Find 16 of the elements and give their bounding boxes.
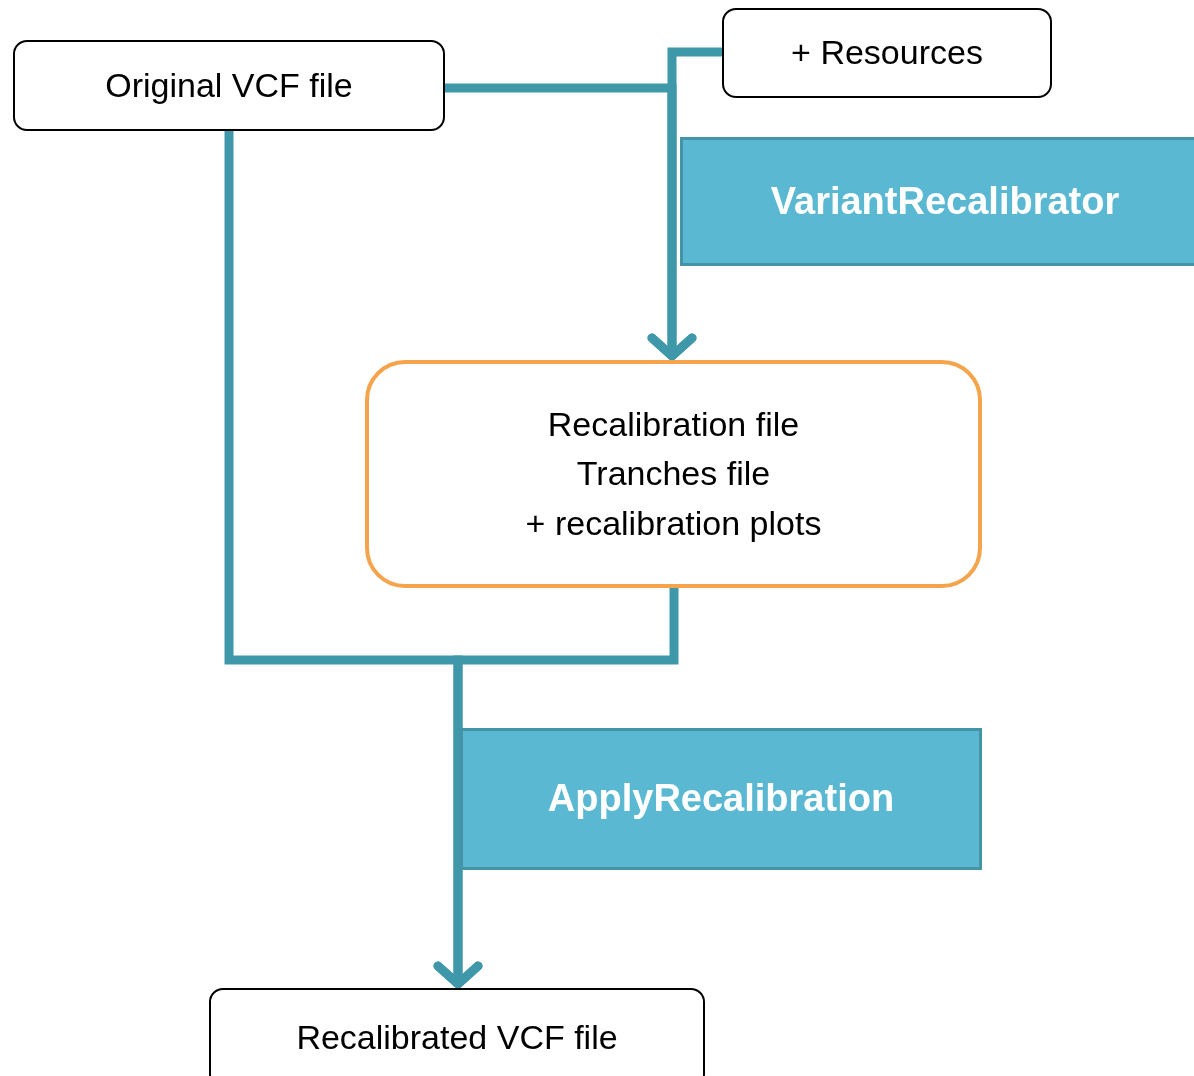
file-box (722, 8, 1052, 98)
node-label: Tranches file (576, 453, 771, 495)
tool-box (460, 728, 982, 870)
node-label: + recalibration plots (525, 502, 822, 544)
connector-arrow (433, 588, 679, 989)
node-label: + Resources (791, 32, 983, 74)
tool-box (680, 137, 1194, 266)
file-box (13, 40, 445, 131)
node-label: Original VCF file (105, 64, 353, 106)
node-label: Recalibration file (547, 404, 800, 446)
connector-arrow (647, 47, 722, 361)
node-label: Recalibrated VCF file (296, 1017, 618, 1059)
node-label: ApplyRecalibration (547, 776, 895, 822)
output-box (365, 360, 982, 588)
node-label: VariantRecalibrator (770, 178, 1120, 224)
file-box (209, 988, 705, 1076)
